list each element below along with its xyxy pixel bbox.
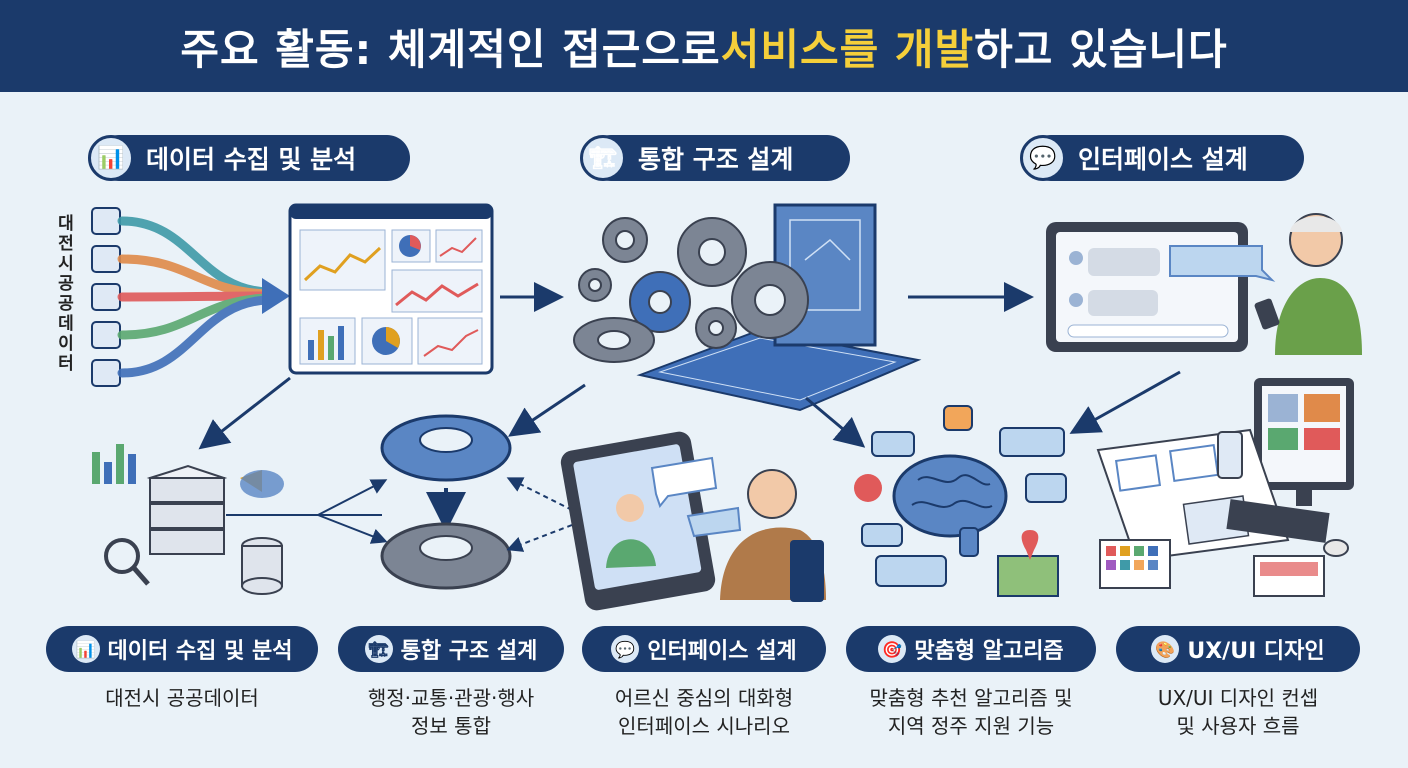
card-desc-line: 맞춤형 추천 알고리즘 및 [869, 686, 1073, 710]
card-title-interface: 💬 인터페이스 설계 [582, 626, 826, 672]
card-title-label: 인터페이스 설계 [647, 639, 797, 664]
card-title-algorithm: 🎯 맞춤형 알고리즘 [846, 626, 1096, 672]
target-icon: 🎯 [878, 635, 907, 663]
card-title-label: 맞춤형 알고리즘 [914, 639, 1064, 664]
blueprint [636, 203, 922, 412]
bar-chart-icon: 📊 [71, 635, 100, 663]
card-title-label: 통합 구조 설계 [400, 639, 538, 664]
card-title-integration: 🏗 통합 구조 설계 [338, 626, 564, 672]
bar-chart-icon: 📊 [88, 135, 134, 181]
top-pill-data-analysis: 📊 데이터 수집 및 분석 [88, 135, 410, 181]
card-title-label: UX/UI 디자인 [1187, 639, 1325, 664]
card-desc-uxui: UX/UI 디자인 컨셉 및 사용자 흐름 [1110, 684, 1366, 740]
top-pill-label: 인터페이스 설계 [1078, 145, 1248, 174]
design-workstation [1096, 378, 1354, 597]
card-desc-line: 및 사용자 흐름 [1176, 714, 1300, 738]
video-call-tablet [560, 431, 826, 611]
gear-cluster [573, 217, 809, 363]
data-source-icons [91, 207, 121, 387]
card-desc-line: UX/UI 디자인 컨셉 [1157, 686, 1319, 710]
public-data-side-label: 대전시 공공데이터 [58, 214, 74, 374]
palette-icon: 🎨 [1151, 635, 1180, 663]
top-pill-label: 데이터 수집 및 분석 [146, 145, 357, 174]
card-desc-line: 인터페이스 시나리오 [618, 714, 790, 738]
chat-bubble-icon: 💬 [611, 635, 640, 663]
top-pill-interface: 💬 인터페이스 설계 [1020, 135, 1304, 181]
card-desc-line: 지역 정주 지원 기능 [887, 714, 1055, 738]
crane-icon: 🏗 [580, 135, 626, 181]
analytics-dashboard [288, 203, 494, 375]
card-desc-line: 행정·교통·관광·행사 [367, 686, 535, 710]
title-highlight: 서비스를 개발 [720, 24, 975, 74]
card-desc-algorithm: 맞춤형 추천 알고리즘 및 지역 정주 지원 기능 [836, 684, 1106, 740]
chat-bubble-icon: 💬 [1020, 135, 1066, 181]
card-title-data-analysis: 📊 데이터 수집 및 분석 [46, 626, 318, 672]
card-desc-interface: 어르신 중심의 대화형 인터페이스 시나리오 [576, 684, 832, 740]
integration-gears [380, 414, 512, 590]
card-desc-data-analysis: 대전시 공공데이터 [46, 684, 318, 712]
card-desc-line: 어르신 중심의 대화형 [614, 686, 794, 710]
database-server [92, 444, 284, 595]
ai-brain [854, 405, 1067, 597]
title-text: 주요 활동: 체계적인 접근으로 [180, 24, 721, 74]
card-desc-integration: 행정·교통·관광·행사 정보 통합 [330, 684, 572, 740]
title-text-end: 하고 있습니다 [974, 24, 1228, 74]
elder-user-right [1254, 213, 1362, 355]
crane-icon: 🏗 [364, 635, 393, 663]
card-desc-line: 대전시 공공데이터 [105, 686, 259, 710]
card-title-label: 데이터 수집 및 분석 [107, 639, 293, 664]
top-pill-integration: 🏗 통합 구조 설계 [580, 135, 850, 181]
card-desc-line: 정보 통합 [411, 714, 491, 738]
top-pill-label: 통합 구조 설계 [638, 145, 794, 174]
chat-tablet [1046, 222, 1276, 352]
card-title-uxui: 🎨 UX/UI 디자인 [1116, 626, 1360, 672]
